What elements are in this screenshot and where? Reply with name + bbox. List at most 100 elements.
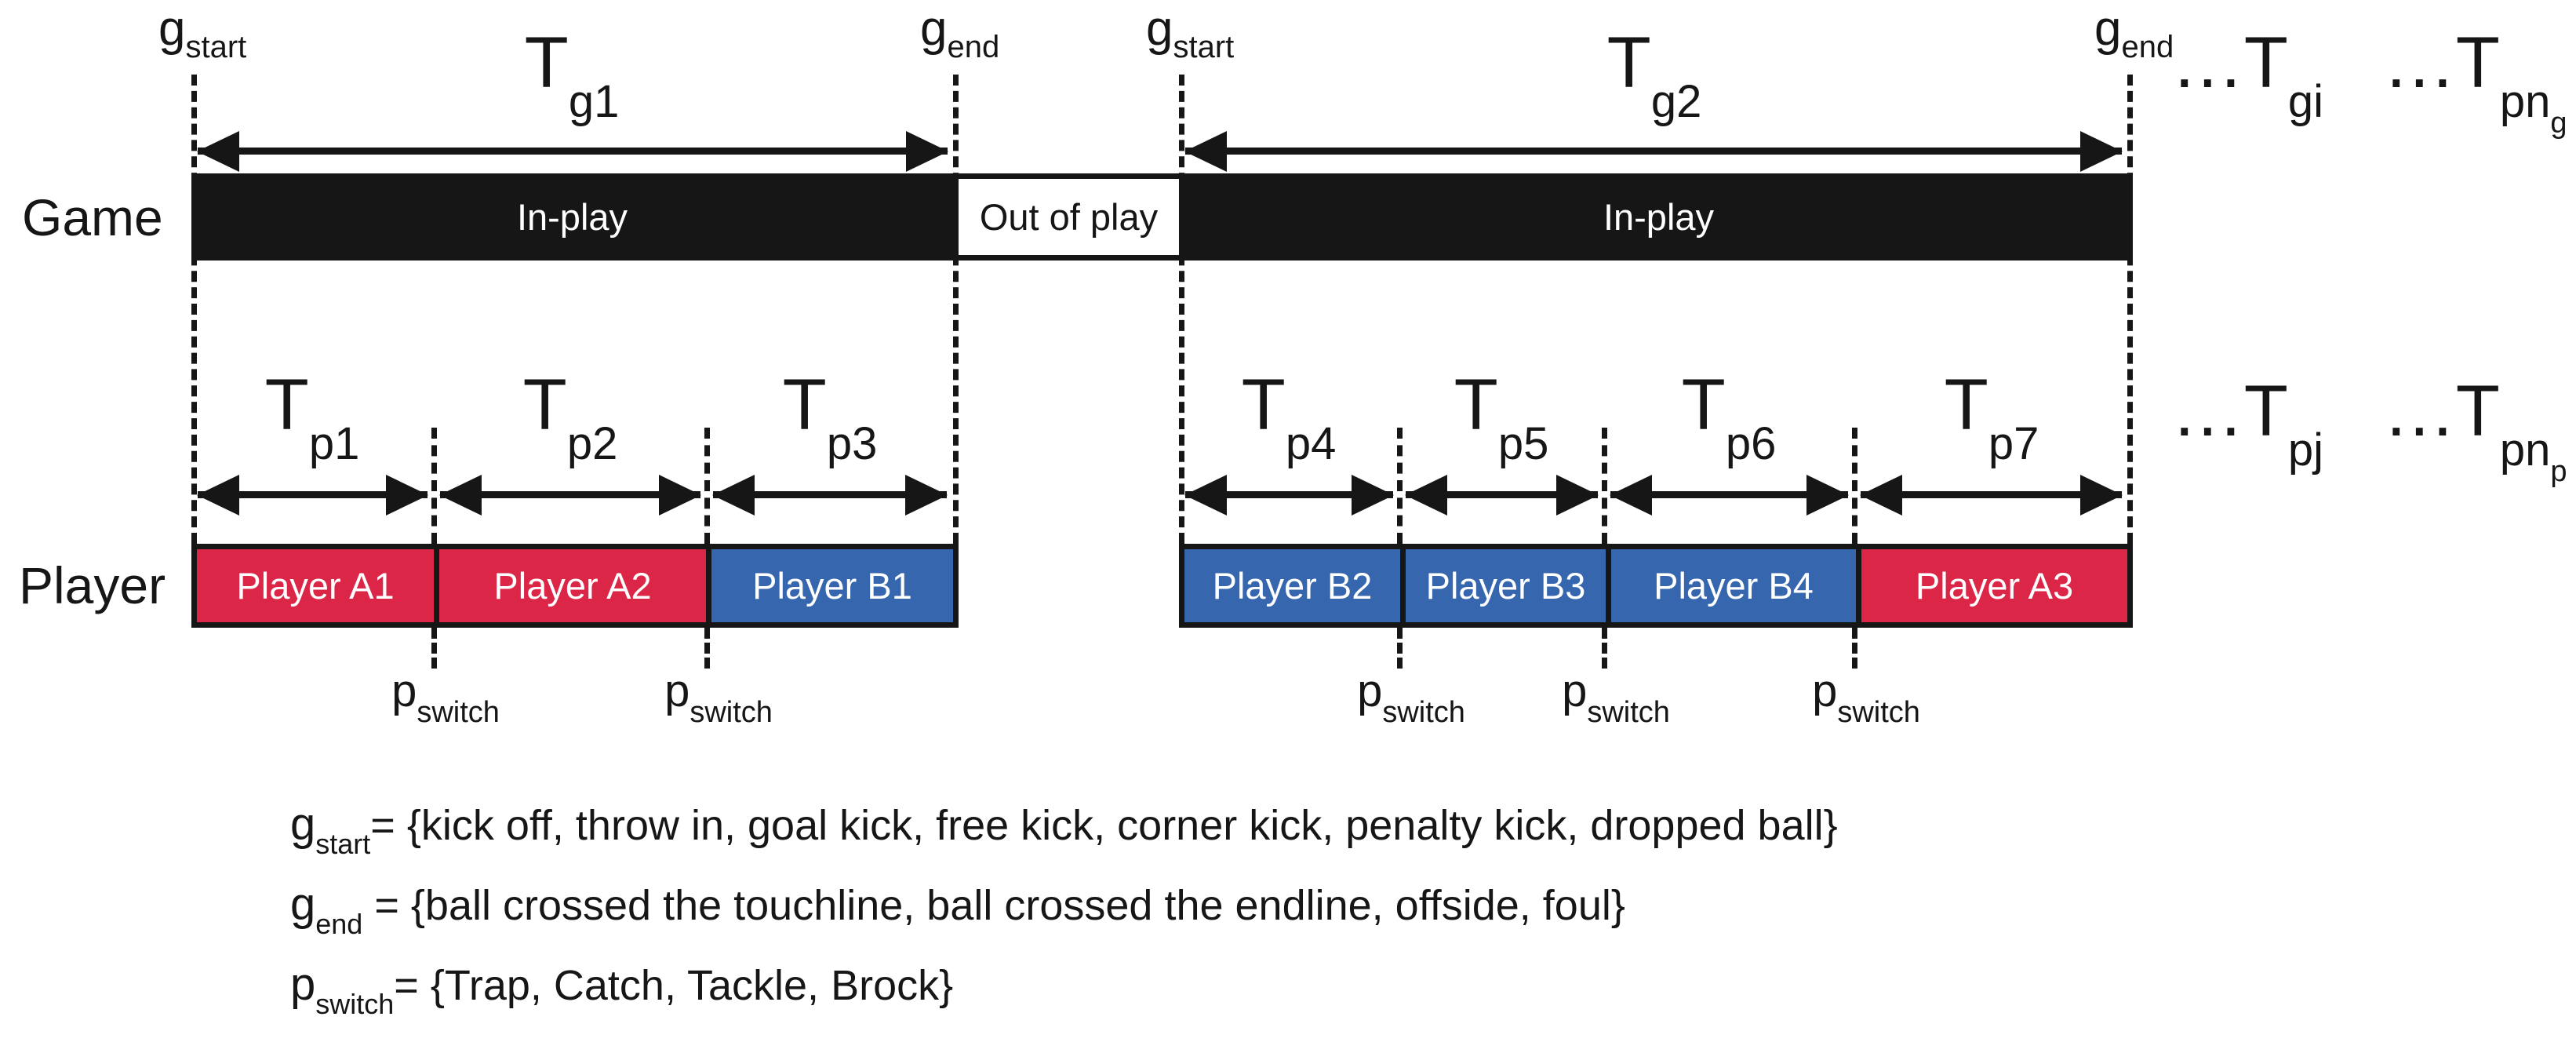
tgi-ellipsis-label: ...Tgi [2174, 27, 2323, 125]
ellipsis: ... [2174, 371, 2244, 451]
player-block-b2: Player B2 [1184, 549, 1400, 622]
g-end-marker-1: gend [920, 2, 1000, 64]
definition-g-end: gend = {ball crossed the touchline, ball… [290, 882, 1625, 938]
dashed-stub-p-switch-2 [704, 628, 710, 669]
p-symbol: p [391, 665, 417, 716]
tp5-arrow [1406, 491, 1598, 498]
tg2-arrow [1185, 148, 2122, 155]
tpnp-subscript-pn: pn [2499, 424, 2551, 475]
tp7-arrow [1861, 491, 2122, 498]
player-block-a3: Player A3 [1861, 549, 2127, 622]
player-block-a2: Player A2 [439, 549, 706, 622]
definition-g-start: gstart= {kick off, throw in, goal kick, … [290, 802, 1838, 858]
switch-subscript: switch [417, 696, 500, 729]
tpng-subscript: png [2499, 76, 2567, 139]
t-symbol: T [2243, 23, 2288, 103]
g-symbol: g [1146, 2, 1173, 56]
dashed-line-p-switch-3 [1397, 428, 1403, 544]
dashed-line-g-end-2 [2127, 75, 2133, 544]
tp7-subscript: p7 [1988, 418, 2039, 469]
definition-p-switch: pswitch= {Trap, Catch, Tackle, Brock} [290, 962, 953, 1018]
tp1-arrow [198, 491, 428, 498]
player-block-a1: Player A1 [197, 549, 434, 622]
player-bar-group-2: Player B2 Player B3 Player B4 Player A3 [1179, 544, 2133, 628]
g-start-subscript: start [1173, 30, 1235, 64]
out-of-play-segment: Out of play [953, 173, 1184, 261]
p-symbol: p [1357, 665, 1383, 716]
p-symbol: p [1812, 665, 1838, 716]
dashed-line-p-switch-4 [1602, 428, 1607, 544]
g-start-subscript: start [185, 30, 247, 64]
g-start-marker-2: gstart [1146, 2, 1235, 64]
tpng-ellipsis-label: ...Tpng [2386, 27, 2567, 138]
dashed-stub-p-switch-5 [1852, 628, 1857, 669]
t-symbol: T [782, 365, 827, 445]
dashed-line-g-start-2 [1179, 75, 1184, 544]
g-end-marker-2: gend [2094, 2, 2174, 64]
tp3-subscript: p3 [826, 418, 878, 469]
player-block-b1: Player B1 [711, 549, 953, 622]
tpnp-ellipsis-label: ...Tpnp [2386, 375, 2567, 486]
tp3-arrow [713, 491, 947, 498]
p-symbol: p [1562, 665, 1588, 716]
t-symbol: T [2455, 23, 2500, 103]
definition-g-end-text: = {ball crossed the touchline, ball cros… [362, 882, 1625, 929]
tpnp-subscript: pnp [2499, 424, 2567, 487]
t-symbol: T [1681, 365, 1726, 445]
t-symbol: T [2243, 371, 2288, 451]
tpnp-subsubscript-p: p [2550, 455, 2567, 488]
dashed-stub-p-switch-3 [1397, 628, 1403, 669]
g-start-marker-1: gstart [158, 5, 247, 64]
player-block-b4: Player B4 [1611, 549, 1856, 622]
dashed-line-g-start-1 [191, 75, 197, 544]
tg2-label: Tg2 [1607, 27, 1702, 125]
p-symbol: p [290, 959, 316, 1010]
tp2-subscript: p2 [566, 418, 618, 469]
g-symbol: g [920, 2, 948, 56]
tpng-subscript-pn: pn [2499, 76, 2551, 127]
g-end-subscript: end [947, 30, 1000, 64]
p-switch-label-5: pswitch [1812, 669, 1920, 728]
player-row-label: Player [19, 556, 166, 614]
dashed-stub-p-switch-4 [1602, 628, 1607, 669]
definition-g-start-text: = {kick off, throw in, goal kick, free k… [370, 802, 1838, 849]
tg1-arrow [198, 148, 948, 155]
tpj-subscript: pj [2287, 424, 2324, 475]
tg1-label: Tg1 [525, 27, 620, 125]
tp1-subscript: p1 [308, 418, 360, 469]
game-bar: In-play Out of play In-play [191, 173, 2133, 261]
switch-subscript: switch [1587, 696, 1670, 729]
dashed-stub-p-switch-1 [431, 628, 437, 669]
t-symbol: T [1454, 365, 1498, 445]
tp2-label: Tp2 [523, 369, 618, 467]
g-symbol: g [290, 799, 316, 850]
tp5-label: Tp5 [1454, 369, 1549, 467]
p-switch-label-3: pswitch [1357, 669, 1465, 729]
p-switch-label-1: pswitch [391, 669, 500, 729]
g-end-subscript: end [315, 908, 363, 940]
inplay-segment-2: In-play [1184, 173, 2133, 261]
p-switch-label-4: pswitch [1562, 669, 1670, 729]
ellipsis: ... [2174, 23, 2244, 103]
tp4-subscript: p4 [1285, 418, 1337, 469]
tpj-ellipsis-label: ...Tpj [2174, 375, 2323, 473]
switch-subscript: switch [315, 988, 395, 1020]
tp4-label: Tp4 [1242, 369, 1337, 467]
g-start-subscript: start [315, 828, 371, 860]
switch-subscript: switch [1382, 696, 1465, 729]
ellipsis: ... [2386, 371, 2456, 451]
t-symbol: T [264, 365, 309, 445]
tg1-subscript: g1 [568, 76, 620, 127]
g-symbol: g [2094, 2, 2122, 56]
dashed-line-p-switch-5 [1852, 428, 1857, 544]
inplay-segment-1: In-play [191, 173, 953, 261]
tp6-subscript: p6 [1725, 418, 1777, 469]
tp5-subscript: p5 [1497, 418, 1549, 469]
t-symbol: T [1606, 23, 1651, 103]
game-row-label: Game [22, 188, 163, 246]
ellipsis: ... [2386, 23, 2456, 103]
dashed-line-g-end-1 [953, 75, 959, 544]
g-end-subscript: end [2121, 30, 2174, 64]
tpng-subsubscript-g: g [2550, 107, 2567, 140]
